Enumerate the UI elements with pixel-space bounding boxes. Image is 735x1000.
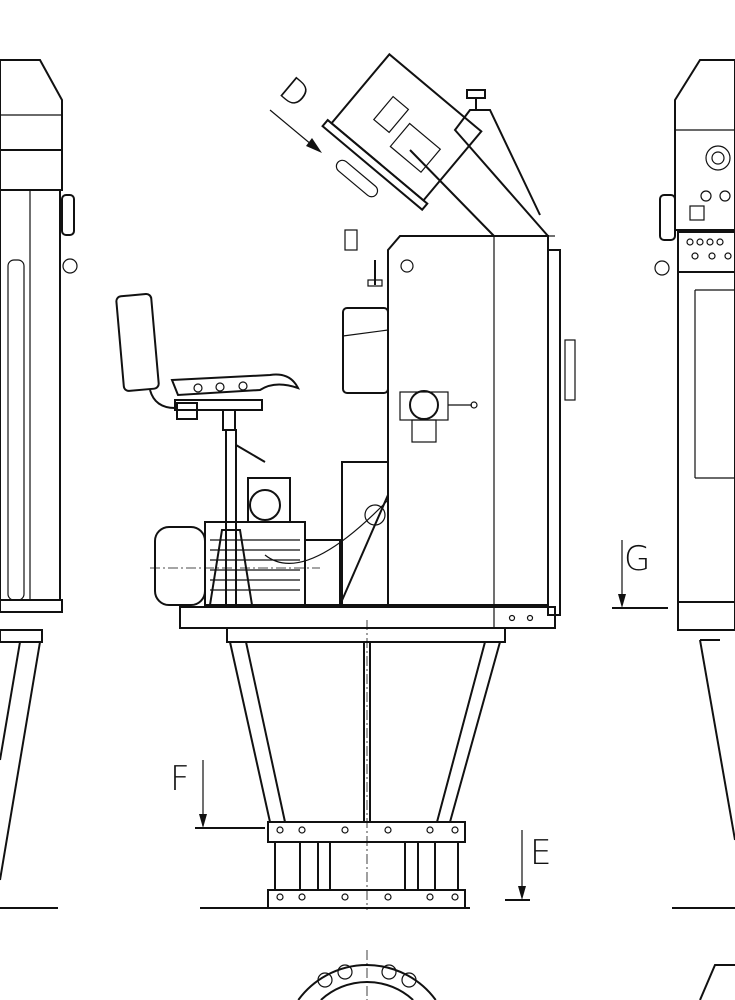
view-marker-f: F xyxy=(170,759,265,829)
view-marker-e: E xyxy=(505,830,551,901)
control-panel xyxy=(321,52,483,212)
upper-flange xyxy=(267,821,466,843)
flange-outer-arc xyxy=(297,964,437,1000)
label-f: F xyxy=(170,759,190,799)
right-partial-machine-view xyxy=(654,59,735,1000)
view-marker-g: G xyxy=(612,539,668,609)
base-plate xyxy=(179,606,556,629)
label-g: G xyxy=(624,539,650,579)
label-e: E xyxy=(530,833,551,873)
lower-flange xyxy=(267,889,466,909)
main-machine-side-view xyxy=(115,52,576,910)
left-partial-machine-view xyxy=(0,59,78,909)
bottom-flange-view xyxy=(297,950,437,1000)
view-marker-d: D xyxy=(269,69,322,153)
label-d: D xyxy=(271,69,317,116)
